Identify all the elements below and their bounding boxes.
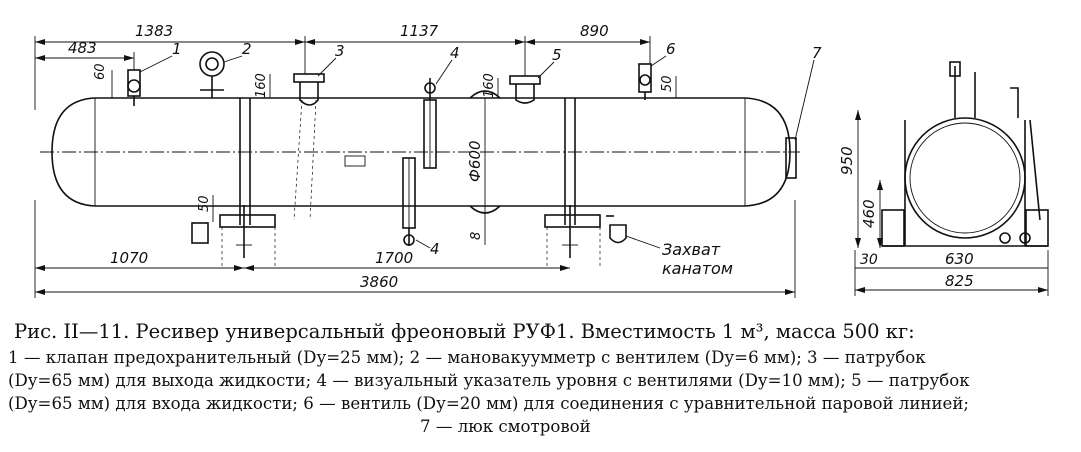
callout-2: 2 [242, 40, 252, 58]
receiver-drawing: 1383 483 1137 890 60 160 160 50 50 Ф600 … [34, 22, 1049, 298]
callout-4-top: 4 [450, 44, 460, 62]
caption-line-4: (Dу=65 мм) для входа жидкости; 6 — венти… [8, 394, 970, 413]
nozzle-inlet [509, 75, 541, 104]
caption-line-5: 7 — люк смотровой [420, 417, 591, 436]
callout-4-bottom: 4 [430, 240, 440, 258]
dimension-lines [34, 36, 796, 298]
dim-483: 483 [68, 39, 97, 57]
annotation-rope-grip-line1: Захват [662, 240, 721, 259]
dim-1137: 1137 [400, 22, 439, 40]
callout-5: 5 [552, 46, 562, 64]
equalizing-valve [638, 63, 652, 100]
dim-160-mid: 160 [482, 73, 497, 98]
nozzle-outlet [293, 73, 325, 221]
side-view [854, 61, 1049, 296]
caption-line-2: 1 — клапан предохранительный (Dу=25 мм);… [8, 348, 926, 367]
level-indicator [402, 78, 437, 246]
dim-50-bottom: 50 [197, 195, 212, 212]
figure-caption: Рис. II—11. Ресивер универсальный фреоно… [0, 318, 1081, 452]
dim-1383: 1383 [135, 22, 173, 40]
dim-950: 950 [838, 146, 856, 175]
support-right [544, 98, 627, 268]
callout-1: 1 [172, 40, 182, 58]
caption-title: Рис. II—11. Ресивер универсальный фреоно… [14, 320, 915, 343]
dim-3860: 3860 [360, 273, 398, 291]
support-left [191, 98, 276, 268]
dim-460: 460 [860, 199, 878, 228]
dim-30: 30 [860, 252, 878, 268]
dim-825: 825 [945, 272, 974, 290]
dim-890: 890 [580, 22, 609, 40]
callout-7: 7 [812, 44, 822, 62]
dim-630: 630 [945, 250, 974, 268]
dim-1070: 1070 [110, 249, 148, 267]
callout-3: 3 [335, 42, 345, 60]
dim-8: 8 [469, 232, 484, 240]
dim-1700: 1700 [375, 249, 413, 267]
dim-160-left: 160 [254, 73, 269, 98]
dim-50-top: 50 [660, 75, 675, 92]
dim-60: 60 [93, 63, 108, 80]
annotation-rope-grip-line2: канатом [662, 259, 733, 278]
callout-leaders [139, 55, 815, 249]
callout-6: 6 [666, 40, 676, 58]
dim-600: Ф600 [466, 140, 484, 182]
sight-hatch [785, 137, 797, 179]
pressure-gauge [199, 51, 225, 98]
vessel-body [40, 97, 800, 207]
caption-line-3: (Dу=65 мм) для выхода жидкости; 4 — визу… [8, 371, 970, 390]
safety-valve [127, 69, 141, 106]
